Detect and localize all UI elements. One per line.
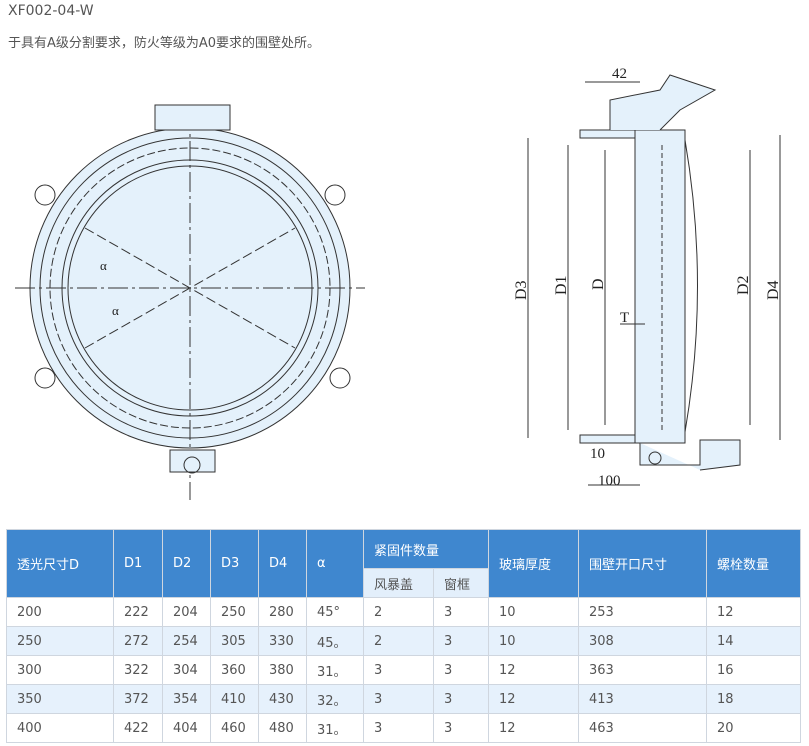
table-cell: 254 — [162, 626, 211, 656]
table-cell: 410 — [210, 684, 259, 714]
table-cell: 430 — [258, 684, 307, 714]
svg-text:100: 100 — [598, 473, 621, 489]
table-cell: 31。 — [306, 713, 364, 743]
table-cell: 3 — [433, 655, 489, 685]
table-cell: 10 — [488, 626, 579, 656]
table-cell: 3 — [363, 684, 434, 714]
table-cell: 10 — [488, 597, 579, 627]
table-cell: 12 — [706, 597, 801, 627]
table-cell: 413 — [578, 684, 707, 714]
svg-text:α: α — [100, 258, 107, 273]
table-cell: 250 — [6, 626, 114, 656]
product-code: XF002-04-W — [8, 3, 94, 19]
table-cell: 305 — [210, 626, 259, 656]
table-cell: 308 — [578, 626, 707, 656]
table-cell: 363 — [578, 655, 707, 685]
subheader-storm-cover: 风暴盖 — [363, 568, 434, 598]
table-cell: 3 — [433, 626, 489, 656]
table-cell: 3 — [433, 597, 489, 627]
table-cell: 422 — [113, 713, 163, 743]
table-cell: 304 — [162, 655, 211, 685]
table-cell: 200 — [6, 597, 114, 627]
table-cell: 322 — [113, 655, 163, 685]
table-cell: 31。 — [306, 655, 364, 685]
table-cell: 16 — [706, 655, 801, 685]
table-cell: 372 — [113, 684, 163, 714]
table-cell: 45。 — [306, 626, 364, 656]
svg-text:T: T — [620, 310, 629, 326]
table-cell: 480 — [258, 713, 307, 743]
header-d2: D2 — [162, 529, 211, 598]
header-glass: 玻璃厚度 — [488, 529, 579, 598]
table-cell: 222 — [113, 597, 163, 627]
table-cell: 12 — [488, 655, 579, 685]
product-description: 于具有A级分割要求，防火等级为A0要求的围壁处所。 — [8, 36, 321, 51]
table-cell: 45° — [306, 597, 364, 627]
header-fasteners: 紧固件数量 — [363, 529, 489, 569]
header-d: 透光尺寸D — [6, 529, 114, 598]
table-cell: 272 — [113, 626, 163, 656]
table-cell: 354 — [162, 684, 211, 714]
header-d1: D1 — [113, 529, 163, 598]
table-cell: 3 — [363, 655, 434, 685]
side-view: 42 10 100 T D3 D1 D D2 D4 — [513, 66, 782, 489]
header-bolts: 螺栓数量 — [706, 529, 801, 598]
svg-text:D1: D1 — [553, 275, 570, 295]
table-header-row: 透光尺寸D D1 D2 D3 D4 α 紧固件数量 玻璃厚度 围壁开口尺寸 螺栓… — [6, 529, 801, 598]
header-d3: D3 — [210, 529, 259, 598]
table-cell: 463 — [578, 713, 707, 743]
header-d4: D4 — [258, 529, 307, 598]
table-cell: 350 — [6, 684, 114, 714]
table-cell: 404 — [162, 713, 211, 743]
svg-text:D: D — [590, 278, 607, 290]
table-cell: 3 — [363, 713, 434, 743]
table-cell: 2 — [363, 597, 434, 627]
spec-table: 透光尺寸D D1 D2 D3 D4 α 紧固件数量 玻璃厚度 围壁开口尺寸 螺栓… — [6, 529, 801, 743]
table-cell: 253 — [578, 597, 707, 627]
svg-text:D3: D3 — [513, 280, 530, 300]
table-cell: 380 — [258, 655, 307, 685]
table-cell: 32。 — [306, 684, 364, 714]
table-cell: 12 — [488, 684, 579, 714]
svg-text:10: 10 — [590, 446, 605, 462]
table-cell: 400 — [6, 713, 114, 743]
header-opening: 围壁开口尺寸 — [578, 529, 707, 598]
subheader-frame: 窗框 — [433, 568, 489, 598]
table-cell: 460 — [210, 713, 259, 743]
header-alpha: α — [306, 529, 364, 598]
svg-text:D4: D4 — [765, 280, 782, 300]
technical-drawing: α α 42 10 100 T D3 D1 D D2 D4 — [15, 66, 782, 500]
table-cell: 300 — [6, 655, 114, 685]
table-cell: 2 — [363, 626, 434, 656]
svg-text:α: α — [112, 303, 119, 318]
table-cell: 330 — [258, 626, 307, 656]
table-cell: 14 — [706, 626, 801, 656]
table-cell: 204 — [162, 597, 211, 627]
svg-text:D2: D2 — [735, 275, 752, 295]
table-subheader-row: 风暴盖 窗框 — [7, 568, 801, 598]
front-view: α α — [15, 104, 365, 500]
svg-text:42: 42 — [612, 66, 627, 82]
table-cell: 18 — [706, 684, 801, 714]
table-cell: 250 — [210, 597, 259, 627]
table-cell: 3 — [433, 713, 489, 743]
table-cell: 280 — [258, 597, 307, 627]
table-cell: 3 — [433, 684, 489, 714]
table-cell: 12 — [488, 713, 579, 743]
table-cell: 20 — [706, 713, 801, 743]
table-cell: 360 — [210, 655, 259, 685]
